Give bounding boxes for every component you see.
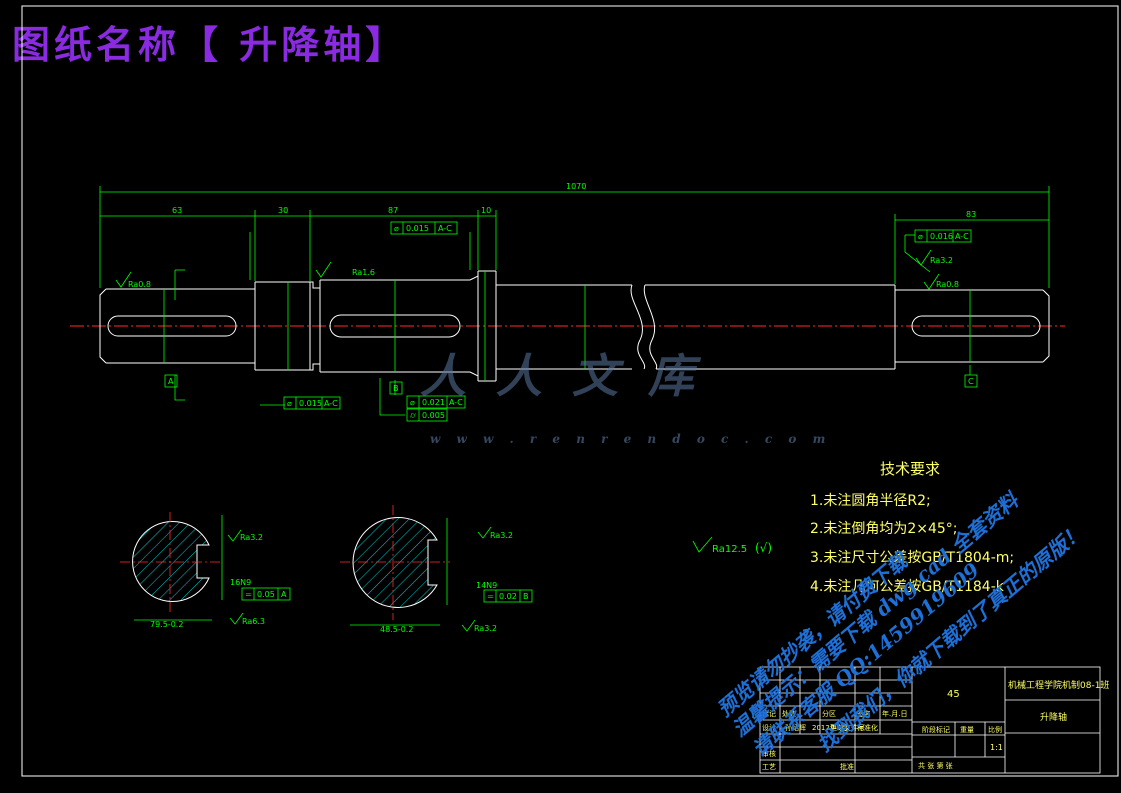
svg-text:⌀: ⌀ xyxy=(287,399,292,408)
svg-text:14N9: 14N9 xyxy=(476,581,497,590)
datum-texts: A B C xyxy=(168,377,974,393)
ra-right-shoulder: Ra3.2 xyxy=(930,256,953,265)
tolerance-frames: ⌀ 0.015 A-C ⌀ 0.016 A-C ⌀ 0.015 A-C ⌀ 0.… xyxy=(241,221,972,603)
svg-text:C: C xyxy=(968,377,974,386)
svg-text:设计: 设计 xyxy=(762,723,776,732)
tech-requirement-3: 3.未注尺寸公差按GB/T1804-m; xyxy=(810,550,1015,566)
datum-boxes xyxy=(164,374,978,395)
svg-text:=: = xyxy=(487,592,494,601)
svg-text:0.016: 0.016 xyxy=(930,232,953,241)
svg-text:批准: 批准 xyxy=(840,762,854,771)
svg-text:Ra3.2: Ra3.2 xyxy=(474,624,497,633)
drawing-frame xyxy=(21,5,1119,777)
svg-text:机械工程学院机制08-1班: 机械工程学院机制08-1班 xyxy=(1008,679,1109,691)
svg-text:A-C: A-C xyxy=(438,224,452,233)
svg-text:阶段标记: 阶段标记 xyxy=(922,725,950,734)
svg-text:0.05: 0.05 xyxy=(257,590,275,599)
ra-main: Ra1.6 xyxy=(352,268,375,277)
svg-text:2012年5月: 2012年5月 xyxy=(812,723,848,732)
svg-text:=: = xyxy=(245,590,252,599)
svg-text:重量: 重量 xyxy=(960,726,974,734)
svg-text:升降轴: 升降轴 xyxy=(1040,711,1067,723)
dimension-lines xyxy=(99,186,1050,416)
dimension-texts: 1070 63 30 87 10 83 xyxy=(172,182,976,219)
dim-83: 83 xyxy=(966,210,976,219)
svg-text:⌀: ⌀ xyxy=(394,224,399,233)
svg-text:B: B xyxy=(523,592,529,601)
ra-general-bracket: (√) xyxy=(755,541,772,555)
svg-text:年.月.日: 年.月.日 xyxy=(882,709,907,718)
tech-requirement-1: 1.未注圆角半径R2; xyxy=(810,493,931,509)
svg-text:工艺: 工艺 xyxy=(762,763,776,771)
svg-text:A-C: A-C xyxy=(955,232,969,241)
svg-text:A-C: A-C xyxy=(449,398,463,407)
svg-text:⌭: ⌭ xyxy=(410,411,416,420)
shaft-outline xyxy=(99,270,1050,382)
roughness-symbols xyxy=(115,249,940,553)
svg-text:⌀: ⌀ xyxy=(410,398,415,407)
watermark-url: w w w . r e n r e n d o c . c o m xyxy=(430,432,832,446)
title-block-texts: 45 机械工程学院机制08-1班 升降轴 1:1 阶段标记 重量 比例 共 张 … xyxy=(762,679,1109,771)
dim-10: 10 xyxy=(481,206,491,215)
svg-text:签名: 签名 xyxy=(857,709,871,718)
svg-text:A: A xyxy=(281,590,287,599)
svg-text:审核: 审核 xyxy=(762,749,776,758)
svg-text:0.015: 0.015 xyxy=(299,399,322,408)
drawing-title-banner: 图纸名称【 升降轴】 xyxy=(12,22,408,67)
title-block-grid xyxy=(759,666,1101,774)
svg-text:比例: 比例 xyxy=(988,725,1002,734)
dim-87: 87 xyxy=(388,206,398,215)
dim-total: 1070 xyxy=(566,182,586,191)
roughness-texts: Ra0.8 Ra1.6 Ra3.2 Ra0.8 Ra12.5 (√) xyxy=(128,256,959,555)
ra-left-end: Ra0.8 xyxy=(128,280,151,289)
dim-30: 30 xyxy=(278,206,288,215)
svg-text:A-C: A-C xyxy=(324,399,338,408)
svg-text:Ra6.3: Ra6.3 xyxy=(242,617,265,626)
svg-text:处数: 处数 xyxy=(782,709,796,718)
svg-text:Ra3.2: Ra3.2 xyxy=(490,531,513,540)
ra-right-end: Ra0.8 xyxy=(936,280,959,289)
svg-text:45: 45 xyxy=(947,689,960,700)
svg-text:Ra3.2: Ra3.2 xyxy=(240,533,263,542)
tech-requirement-2: 2.未注倒角均为2×45°; xyxy=(810,521,958,537)
svg-text:16N9: 16N9 xyxy=(230,578,251,587)
tech-requirement-4: 4.未注几何公差按GB/T1184-k xyxy=(810,579,1004,595)
svg-text:孙绍辉: 孙绍辉 xyxy=(785,723,806,732)
svg-text:B: B xyxy=(393,384,399,393)
svg-text:1:1: 1:1 xyxy=(990,743,1003,752)
ra-general: Ra12.5 xyxy=(712,544,747,555)
svg-text:标记: 标记 xyxy=(762,709,776,718)
svg-text:标准化: 标准化 xyxy=(857,723,878,732)
svg-text:0.015: 0.015 xyxy=(406,224,429,233)
watermark-logo: 人人文库 xyxy=(420,349,724,403)
svg-text:A: A xyxy=(168,377,174,386)
svg-text:0.02: 0.02 xyxy=(499,592,517,601)
svg-text:更改文件号: 更改文件号 xyxy=(830,723,865,732)
dim-63: 63 xyxy=(172,206,182,215)
svg-text:79.5-0.2: 79.5-0.2 xyxy=(150,620,183,629)
svg-text:分区: 分区 xyxy=(822,709,836,718)
section-view-1: 79.5-0.2 16N9 Ra3.2 Ra6.3 xyxy=(120,512,265,629)
svg-text:共 张 第 张: 共 张 第 张 xyxy=(918,761,953,770)
svg-text:48.5-0.2: 48.5-0.2 xyxy=(380,625,413,634)
svg-text:0.021: 0.021 xyxy=(422,398,445,407)
tech-requirements-title: 技术要求 xyxy=(880,460,941,478)
svg-text:⌀: ⌀ xyxy=(918,232,923,241)
section-view-2: 48.5-0.2 14N9 Ra3.2 Ra3.2 xyxy=(340,505,513,634)
svg-text:0.005: 0.005 xyxy=(422,411,445,420)
